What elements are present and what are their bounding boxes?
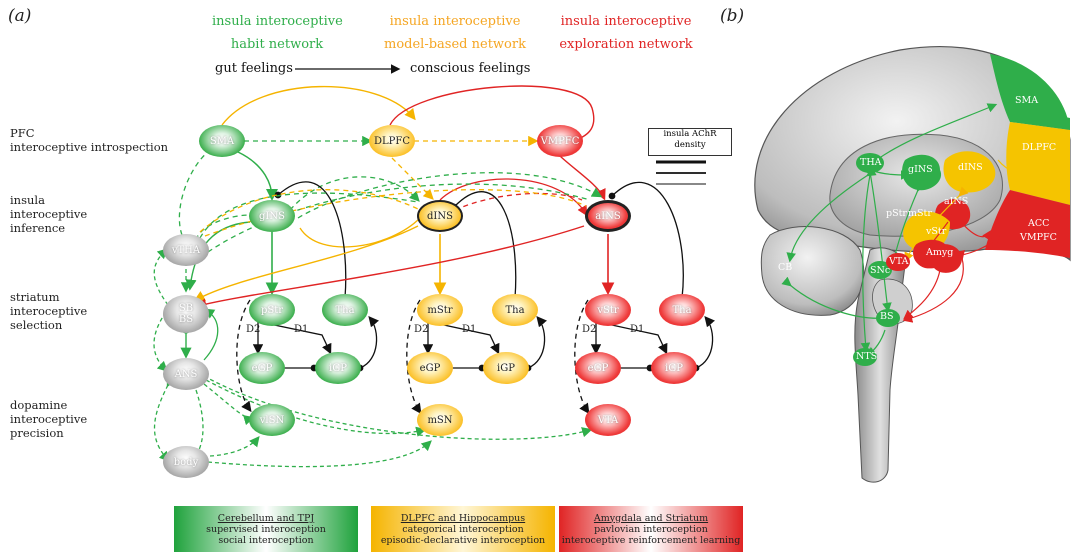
network-header-exploration: insula interoceptive exploration network [556, 10, 696, 56]
achr-legend-line: insula AChR [663, 129, 717, 139]
box-amygdala-striatum: Amygdala and Striatum pavlovian interoce… [559, 506, 743, 552]
node-pstr: pStr [249, 294, 295, 326]
achr-legend-line: density [674, 140, 706, 150]
d1-label: D1 [630, 324, 645, 335]
brain-label-dlpfc: DLPFC [1022, 142, 1057, 153]
row-label-line: striatum [10, 290, 60, 304]
d1-label: D1 [462, 324, 477, 335]
box-line: supervised interoception [206, 523, 326, 535]
brain-label-amyg: Amyg [926, 247, 954, 258]
node-vmpfc: VMPFC [537, 125, 583, 157]
d2-label: D2 [246, 324, 261, 335]
node-egp-red: eGP [575, 352, 621, 384]
row-label-line: interoceptive [10, 207, 88, 221]
node-egp-yellow: eGP [407, 352, 453, 384]
brain-label-pstr: pStr [886, 208, 907, 219]
node-body: body [163, 446, 209, 478]
node-ans: ANS [163, 358, 209, 390]
network-header-line: insula interoceptive [560, 14, 692, 29]
brain-label-ains: aINS [944, 196, 969, 207]
brain-label-nts: NTS [856, 351, 878, 362]
box-line: categorical interoception [402, 523, 524, 535]
network-header-line: habit network [230, 37, 324, 52]
box-line: pavlovian interoception [594, 523, 708, 535]
conscious-feelings-label: conscious feelings [410, 61, 531, 76]
node-vtha: vTHA [163, 234, 209, 266]
row-label-line: precision [10, 426, 64, 440]
d2-label: D2 [414, 324, 429, 335]
brain-label-snc: SNc [870, 265, 891, 276]
node-tha-yellow: Tha [492, 294, 538, 326]
row-label-line: interoceptive [10, 304, 88, 318]
brain-label-vmpfc: VMPFC [1020, 232, 1057, 243]
box-line: social interoception [218, 534, 314, 546]
box-line: interoceptive reinforcement learning [561, 534, 741, 546]
brain-illustration [754, 46, 1071, 483]
panel-b-label: (b) [720, 6, 745, 26]
network-header-model-based: insula interoceptive model-based network [380, 10, 530, 56]
row-label-line: PFC [10, 126, 35, 140]
box-line: episodic-declarative interoception [380, 534, 546, 546]
node-egp-green: eGP [239, 352, 285, 384]
box-title: Amygdala and Striatum [593, 512, 709, 524]
node-ains: aINS [585, 200, 631, 232]
row-label-line: inference [10, 221, 66, 235]
node-dins: dINS [417, 200, 463, 232]
box-title: DLPFC and Hippocampus [400, 512, 526, 524]
brain-label-cb: CB [778, 262, 793, 273]
node-msn: mSN [417, 404, 463, 436]
brain-label-tha: THA [860, 157, 882, 168]
node-tha-green: Tha [322, 294, 368, 326]
node-sma: SMA [199, 125, 245, 157]
brain-label-gins: gINS [908, 164, 933, 175]
network-header-habit: insula interoceptive habit network [212, 10, 343, 56]
box-cerebellum-tpj: Cerebellum and TPJ supervised interocept… [174, 506, 358, 552]
row-label-striatum: striatum interoceptive selection [10, 290, 87, 332]
node-vlsn: vlSN [249, 404, 295, 436]
row-label-line: interoceptive [10, 412, 88, 426]
node-sbbs: SB BS [163, 295, 209, 333]
d2-label: D2 [582, 324, 597, 335]
box-dlpfc-hippocampus: DLPFC and Hippocampus categorical intero… [371, 506, 555, 552]
row-label-line: insula [10, 193, 45, 207]
panel-a-label: (a) [8, 6, 32, 26]
brain-label-vstr: vStr [926, 226, 947, 237]
brain-label-sma: SMA [1015, 95, 1039, 106]
brain-label-bs: BS [880, 311, 894, 322]
box-title: Cerebellum and TPJ [217, 512, 315, 524]
node-tha-red: Tha [659, 294, 705, 326]
achr-density-legend: insula AChR density [648, 128, 732, 156]
node-mstr: mStr [417, 294, 463, 326]
row-label-line: selection [10, 318, 63, 332]
brain-label-vta: VTA [889, 256, 909, 267]
network-header-line: exploration network [559, 37, 693, 52]
gut-feelings-label: gut feelings [215, 61, 293, 76]
node-gins: gINS [249, 200, 295, 232]
row-label-insula: insula interoceptive inference [10, 193, 87, 235]
brain-label-acc: ACC [1028, 218, 1050, 229]
d1-label: D1 [294, 324, 309, 335]
node-vta: VTA [585, 404, 631, 436]
node-dlpfc: DLPFC [369, 125, 415, 157]
row-label-pfc: PFC interoceptive introspection [10, 126, 168, 154]
network-header-line: model-based network [384, 37, 526, 52]
node-igp-green: iGP [315, 352, 361, 384]
row-label-line: dopamine [10, 398, 68, 412]
node-vstr: vStr [585, 294, 631, 326]
brain-label-mstr: mStr [908, 208, 932, 219]
row-label-line: interoceptive introspection [10, 140, 169, 154]
node-igp-red: iGP [651, 352, 697, 384]
network-header-line: insula interoceptive [389, 14, 521, 29]
row-label-dopamine: dopamine interoceptive precision [10, 398, 87, 440]
node-igp-yellow: iGP [483, 352, 529, 384]
brain-label-dins: dINS [958, 162, 983, 173]
network-header-line: insula interoceptive [212, 14, 343, 29]
